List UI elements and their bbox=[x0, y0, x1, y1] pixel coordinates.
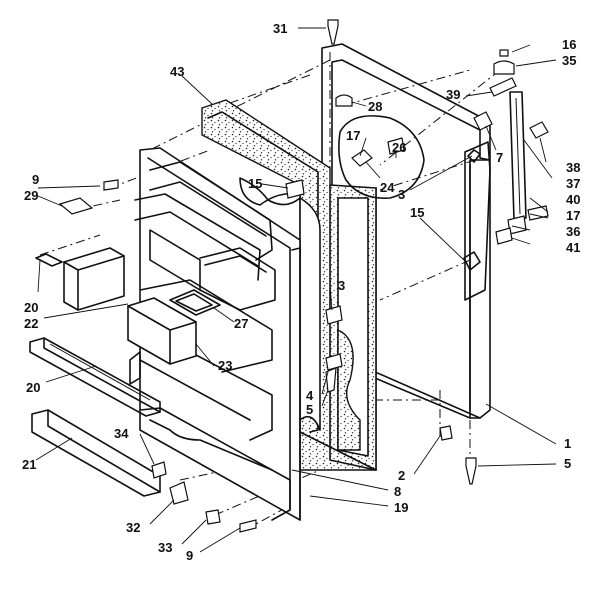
callout-32: 32 bbox=[126, 520, 140, 535]
callout-9a: 9 bbox=[32, 172, 39, 187]
callout-35: 35 bbox=[562, 53, 576, 68]
callout-16: 16 bbox=[562, 37, 576, 52]
callout-29: 29 bbox=[24, 188, 38, 203]
door-liner bbox=[134, 147, 301, 521]
callout-2: 2 bbox=[398, 468, 405, 483]
callout-40: 40 bbox=[566, 192, 580, 207]
callout-7: 7 bbox=[496, 150, 503, 165]
callout-4: 4 bbox=[306, 388, 314, 403]
callout-37: 37 bbox=[566, 176, 580, 191]
hardware-parts bbox=[58, 19, 549, 533]
callout-24: 24 bbox=[380, 180, 395, 195]
callout-1: 1 bbox=[564, 436, 571, 451]
callout-labels: 31 43 28 16 35 39 17 26 7 24 3 38 37 40 … bbox=[22, 21, 580, 563]
callout-31: 31 bbox=[273, 21, 287, 36]
callout-26: 26 bbox=[392, 140, 406, 155]
callout-8: 8 bbox=[394, 484, 401, 499]
hinge-plate bbox=[463, 141, 491, 301]
callout-22: 22 bbox=[24, 316, 38, 331]
callout-3a: 3 bbox=[398, 187, 405, 202]
callout-33: 33 bbox=[158, 540, 172, 555]
callout-19: 19 bbox=[394, 500, 408, 515]
callout-5a: 5 bbox=[306, 402, 313, 417]
callout-15b: 15 bbox=[410, 205, 424, 220]
callout-41: 41 bbox=[566, 240, 580, 255]
callout-38: 38 bbox=[566, 160, 580, 175]
callout-17a: 17 bbox=[346, 128, 360, 143]
callout-5b: 5 bbox=[564, 456, 571, 471]
callout-43: 43 bbox=[170, 64, 184, 79]
callout-23: 23 bbox=[218, 358, 232, 373]
callout-34: 34 bbox=[114, 426, 129, 441]
callout-36: 36 bbox=[566, 224, 580, 239]
callout-39: 39 bbox=[446, 87, 460, 102]
callout-27: 27 bbox=[234, 316, 248, 331]
callout-9b: 9 bbox=[186, 548, 193, 563]
callout-20b: 20 bbox=[26, 380, 40, 395]
callout-3b: 3 bbox=[338, 278, 345, 293]
shelf-rails bbox=[29, 247, 197, 497]
callout-15a: 15 bbox=[248, 176, 262, 191]
callout-17b: 17 bbox=[566, 208, 580, 223]
callout-28: 28 bbox=[368, 99, 382, 114]
callout-21: 21 bbox=[22, 457, 36, 472]
callout-20a: 20 bbox=[24, 300, 38, 315]
leader-lines bbox=[35, 27, 557, 553]
